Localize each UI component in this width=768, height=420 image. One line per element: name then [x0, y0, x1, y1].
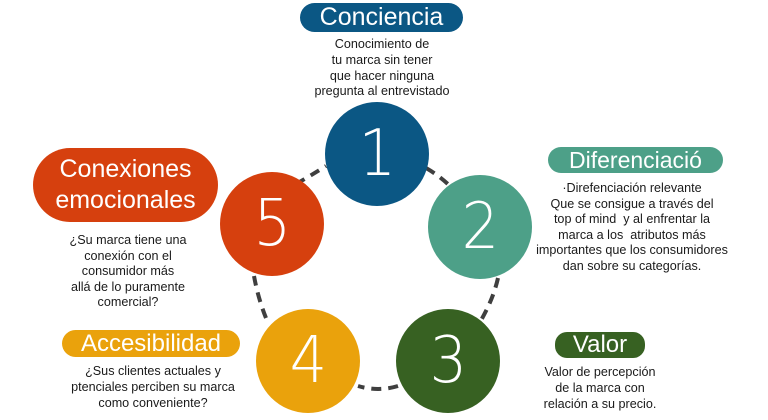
step-1-description: Conocimiento de tu marca sin tener que h… — [314, 37, 450, 99]
step-5-title-line-1: Conexiones — [59, 155, 192, 183]
step-5-title-line-2: emocionales — [55, 186, 196, 214]
step-1-title: Conciencia — [319, 3, 444, 31]
step-1-number: 1 — [358, 117, 396, 191]
step-3-title: Valor — [572, 331, 628, 358]
step-2-description: ·Direfenciación relevante Que se consigu… — [536, 181, 728, 273]
step-2-title: Diferenciació — [569, 146, 702, 173]
step-4-title: Accesibilidad — [80, 329, 222, 357]
step-2-circle: 2 — [428, 175, 532, 279]
step-4-circle: 4 — [256, 309, 360, 413]
step-2-number: 2 — [461, 190, 499, 264]
step-3-title-pill: Valor — [555, 332, 645, 358]
step-3-circle: 3 — [396, 309, 500, 413]
step-4-number: 4 — [289, 324, 327, 398]
step-1-circle: 1 — [325, 102, 429, 206]
step-3-number: 3 — [429, 324, 467, 398]
step-5-description: ¿Su marca tiene una conexión con el cons… — [69, 233, 187, 310]
step-5-circle: 5 — [220, 172, 324, 276]
step-3-description: Valor de percepción de la marca con rela… — [543, 365, 657, 411]
step-4-description: ¿Sus clientes actuales y ptenciales perc… — [71, 364, 235, 410]
step-2-title-pill: Diferenciació — [548, 147, 723, 173]
step-4-title-pill: Accesibilidad — [62, 330, 240, 357]
step-5-title-pill: Conexiones emocionales — [33, 148, 218, 222]
step-5-number: 5 — [253, 187, 291, 261]
step-1-title-pill: Conciencia — [300, 3, 463, 32]
